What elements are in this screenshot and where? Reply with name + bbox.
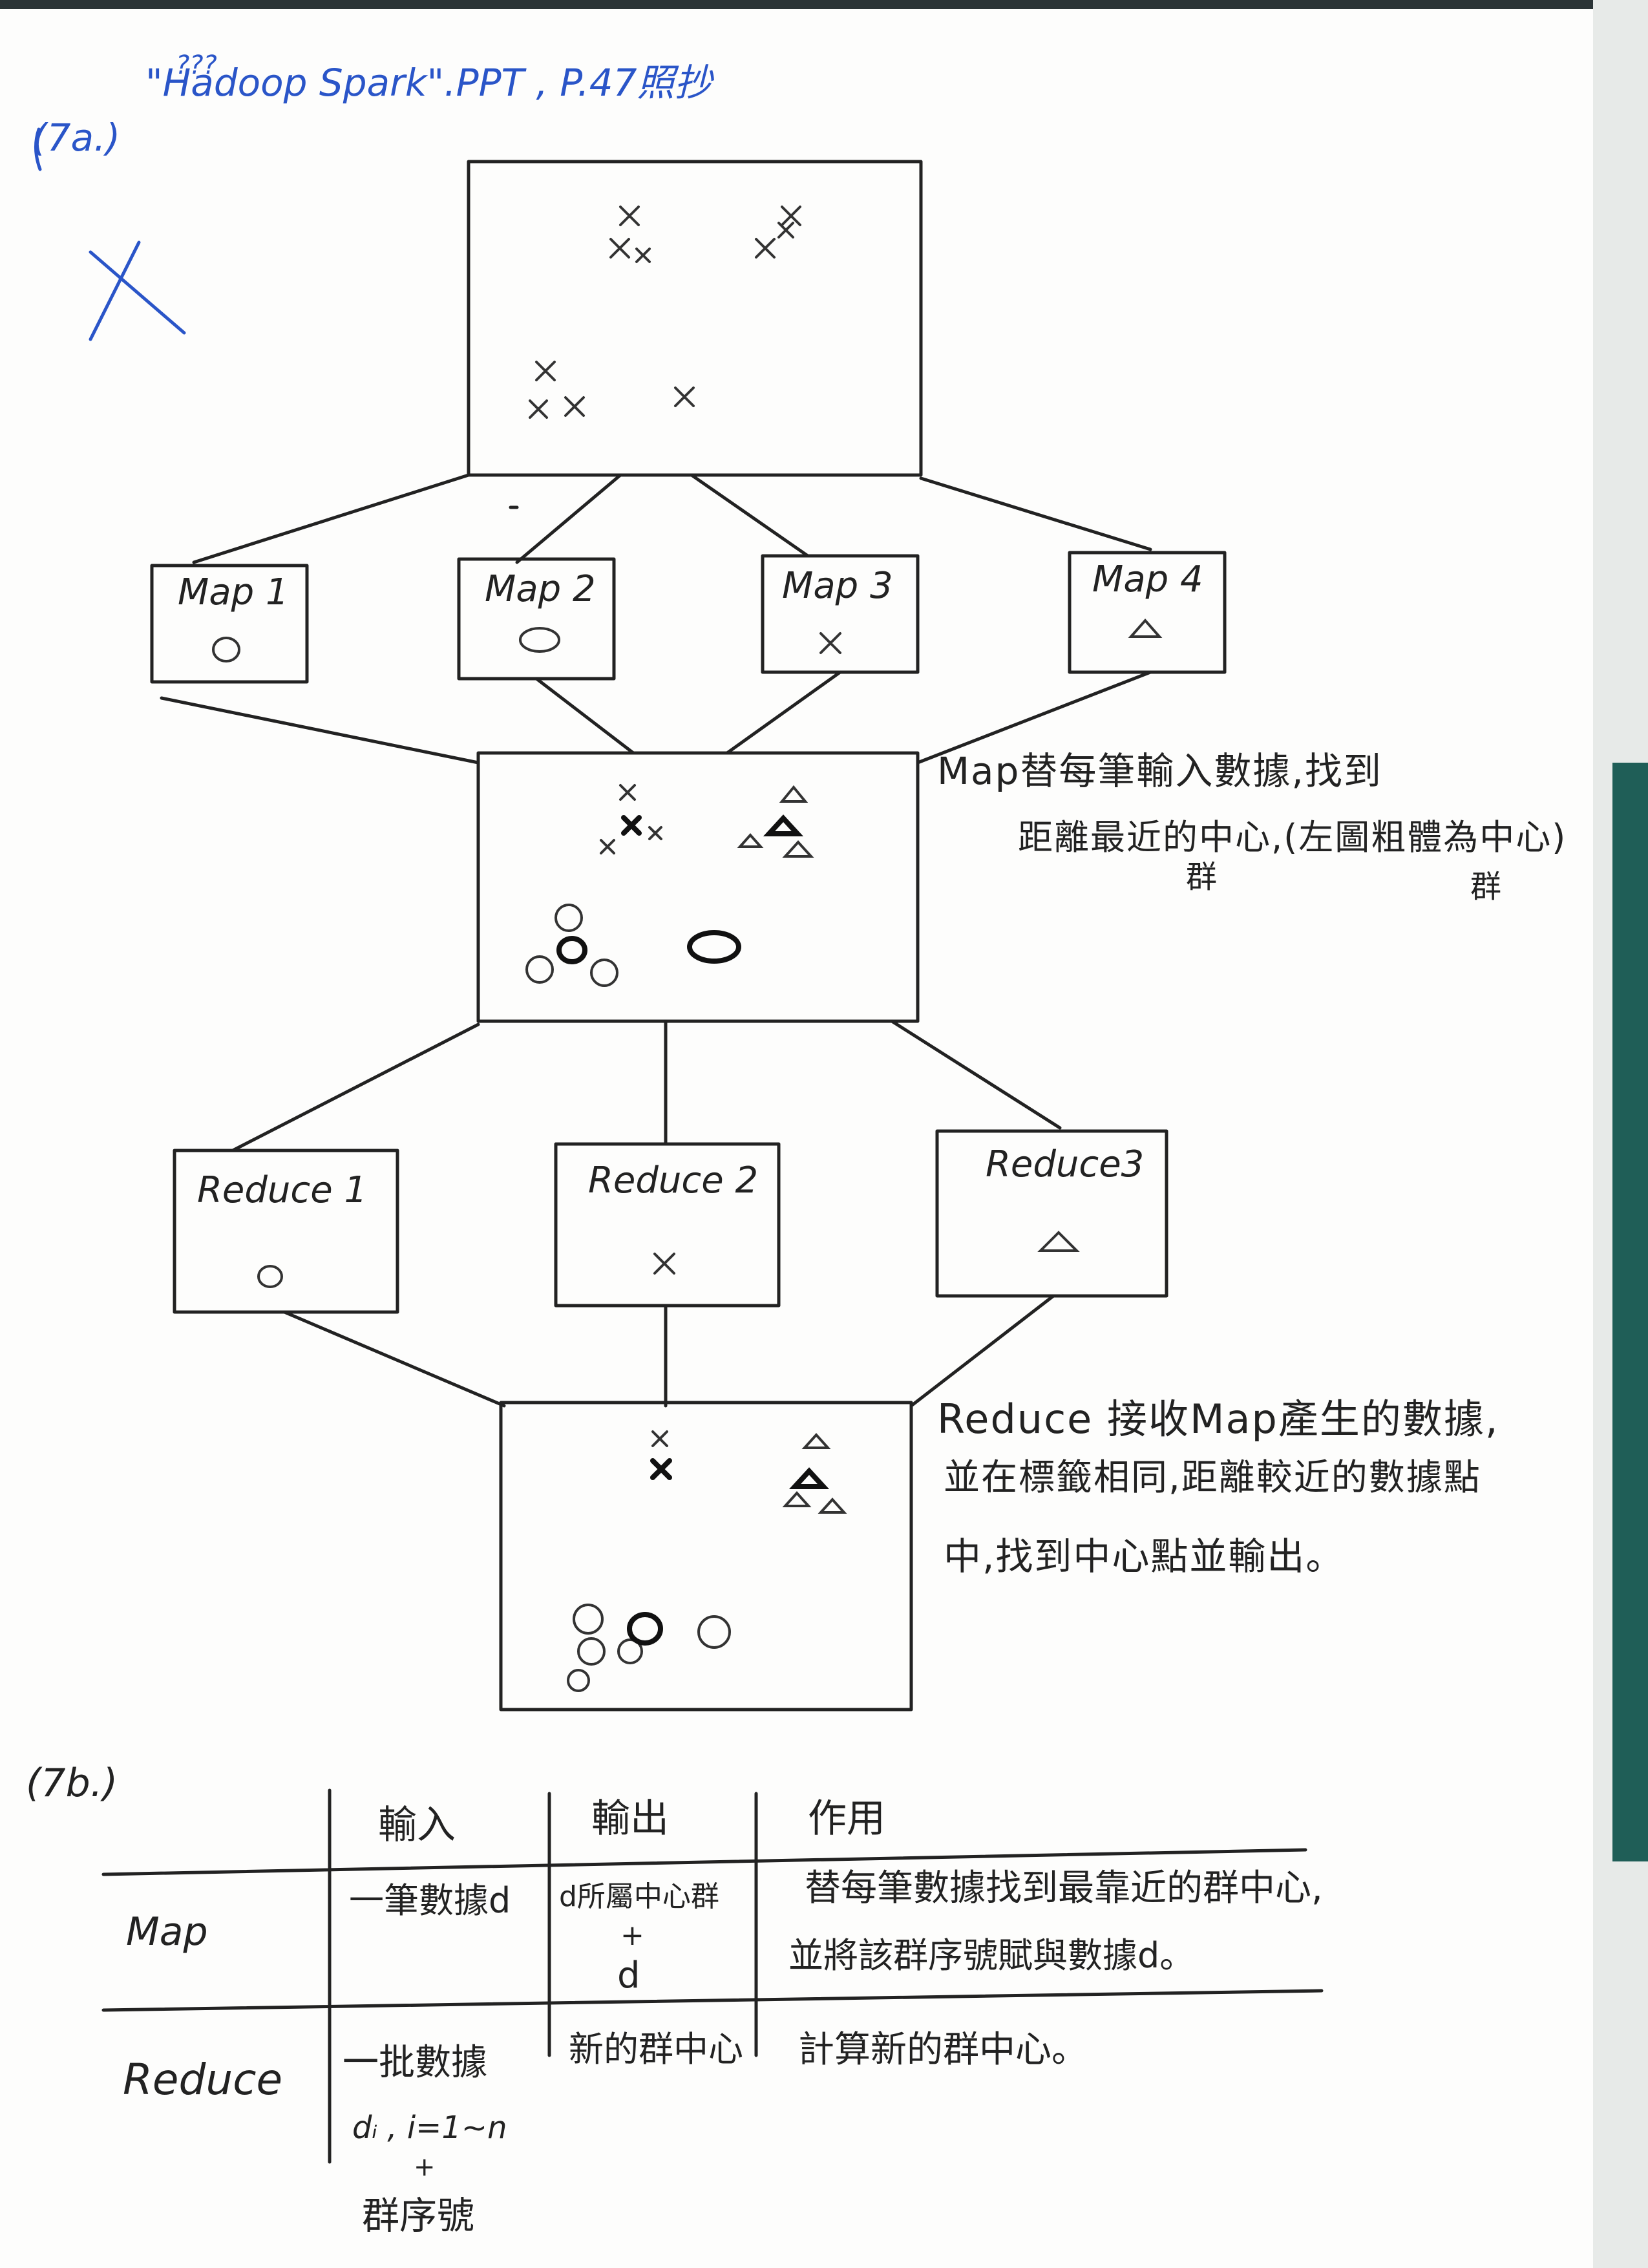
row-map-effect-line1: 替每筆數據找到最靠近的群中心, [805, 1867, 1323, 1909]
reduce-output-lines [282, 1294, 1055, 1408]
output-box [499, 1401, 913, 1712]
table-grid [101, 1788, 1324, 2164]
row-reduce-input-line3: 群序號 [362, 2194, 475, 2238]
row-map-output-line1: d所屬中心群 [559, 1880, 719, 1913]
intermediate-points [525, 784, 814, 987]
reduce3-label: Reduce3 [986, 1143, 1145, 1185]
intermediate-centers [556, 814, 804, 964]
row-map-output-line2: d [617, 1955, 640, 1997]
row-map-input: 一筆數據d [349, 1880, 511, 1921]
row-map-effect-line2: 並將該群序號賦與數據d。 [788, 1935, 1195, 1976]
reduce-note-line3: 中,找到中心點並輸出。 [944, 1534, 1345, 1578]
map-note-insert1: 群 [1186, 859, 1219, 895]
part-a-label: (7a.) [32, 116, 121, 160]
map1-box [150, 564, 309, 684]
reduce1-label: Reduce 1 [197, 1169, 368, 1211]
source-note: "Hadoop Spark".PPT , P.47照抄 [145, 61, 712, 105]
output-centers [627, 1458, 830, 1646]
reduce2-label: Reduce 2 [588, 1160, 759, 1202]
row-map-name: Map [126, 1909, 208, 1955]
reduce1-circle [257, 1265, 283, 1288]
col-header-effect: 作用 [808, 1796, 885, 1841]
input-data-box [467, 160, 923, 477]
col-header-output: 輸出 [591, 1796, 669, 1841]
map2-label: Map 2 [485, 568, 596, 610]
map-to-mid-lines [160, 670, 1152, 765]
row-reduce-input-plus: + [414, 2152, 436, 2182]
reduce-note-line1: Reduce 接收Map產生的數據, [937, 1395, 1499, 1443]
input-points [529, 206, 801, 419]
map-note-line2: 距離最近的中心,(左圖粗體為中心) [1018, 817, 1567, 858]
scan-edge-right-green [1612, 763, 1648, 1861]
map2-ellipse [519, 627, 560, 653]
row-reduce-name: Reduce [123, 2055, 283, 2104]
reduce3-triangle [1037, 1231, 1080, 1252]
row-reduce-input-line2: dᵢ , i=1~n [352, 2110, 507, 2146]
question-marks: ??? [176, 50, 217, 80]
row-reduce-input-line1: 一批數據 [343, 2042, 487, 2084]
blue-x-mark [89, 240, 186, 341]
map4-triangle [1128, 618, 1163, 638]
intermediate-box [476, 751, 920, 1023]
map3-label: Map 3 [782, 565, 893, 607]
row-reduce-output: 新的群中心 [569, 2029, 743, 2070]
reduce-note-line2: 並在標籤相同,距離較近的數據點 [944, 1457, 1481, 1499]
output-points [567, 1430, 847, 1692]
scan-edge-top [0, 0, 1648, 9]
shuffle-lines [231, 1019, 1062, 1152]
map1-circle [212, 637, 240, 662]
map4-label: Map 4 [1092, 558, 1203, 600]
part-b-label: (7b.) [26, 1761, 118, 1806]
col-header-input: 輸入 [378, 1803, 456, 1848]
split-lines [192, 473, 1152, 564]
blue-part-a-bracket [34, 127, 42, 171]
reduce2-cross [653, 1253, 675, 1275]
row-map-output-plus: + [620, 1919, 644, 1952]
map1-label: Map 1 [178, 571, 289, 613]
map-note-line1: Map替每筆輸入數據,找到 [937, 749, 1382, 793]
map-note-insert2: 群 [1470, 869, 1503, 905]
map3-cross [819, 632, 841, 654]
row-reduce-effect: 計算新的群中心。 [798, 2029, 1088, 2071]
